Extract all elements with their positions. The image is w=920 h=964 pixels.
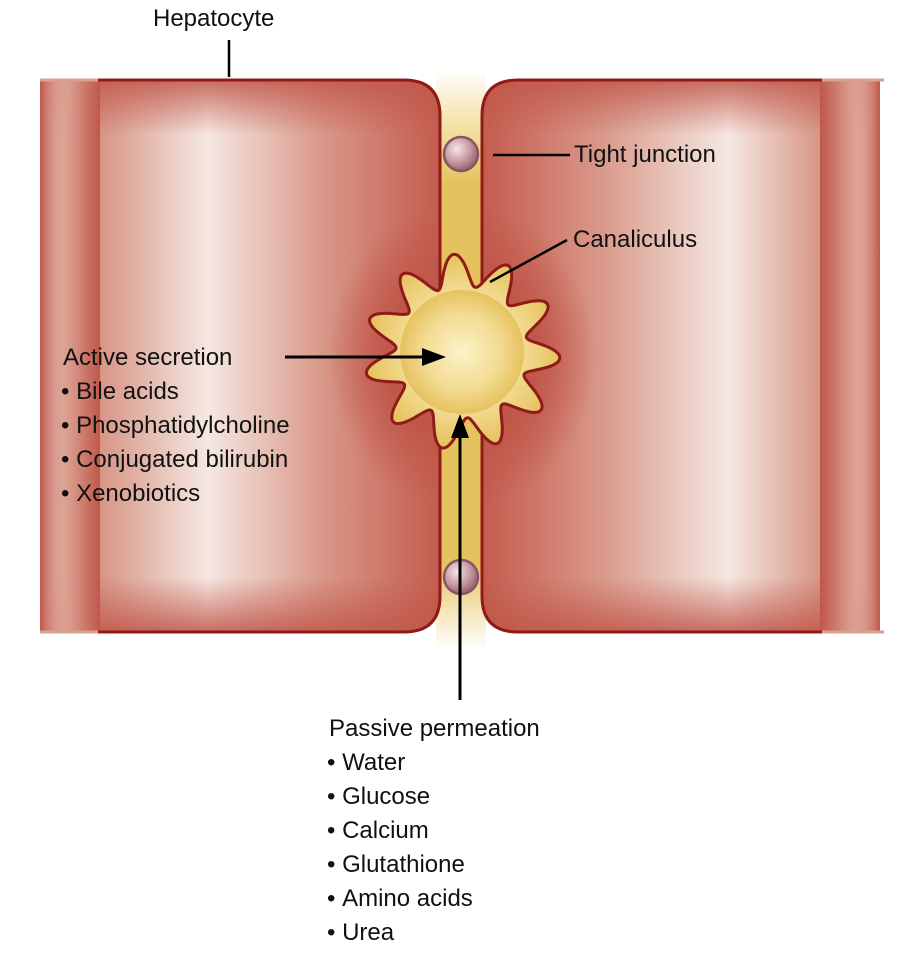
- hepatocyte-label: Hepatocyte: [153, 5, 275, 32]
- list-item: Urea: [327, 916, 473, 950]
- list-item: Bile acids: [61, 375, 290, 409]
- list-item: Amino acids: [327, 882, 473, 916]
- canaliculus-lumen-center: [400, 290, 524, 414]
- canaliculus-leader-line: [489, 238, 568, 284]
- canaliculus-label: Canaliculus: [573, 226, 698, 253]
- tight-junction-top: [442, 135, 480, 173]
- active-secretion-arrow: [285, 348, 446, 366]
- list-item: Phosphatidylcholine: [61, 409, 289, 443]
- active-secretion-heading: Active secretion: [63, 344, 233, 371]
- hepatocyte-right: [480, 78, 884, 634]
- list-item: Calcium: [327, 814, 473, 848]
- tight-junction-label: Tight junction: [574, 141, 716, 168]
- active-secretion-list: Bile acids Phosphatidylcholine Conjugate…: [61, 375, 290, 511]
- list-item: Glutathione: [327, 848, 473, 882]
- list-item: Glucose: [327, 780, 473, 814]
- passive-permeation-arrow: [451, 414, 469, 700]
- passive-permeation-list: Water Glucose Calcium Glutathione Amino …: [327, 746, 473, 950]
- list-item: Xenobiotics: [61, 477, 290, 511]
- passive-permeation-heading: Passive permeation: [329, 715, 540, 742]
- list-item: Conjugated bilirubin: [61, 443, 290, 477]
- list-item: Water: [327, 746, 473, 780]
